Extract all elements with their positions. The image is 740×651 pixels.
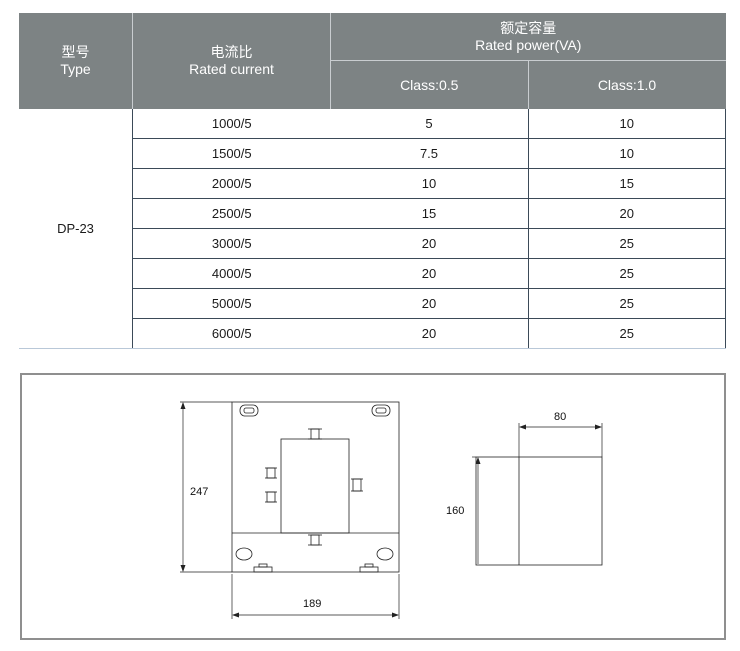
header-power-en: Rated power(VA) xyxy=(475,36,582,53)
header-type-cn: 型号 xyxy=(61,44,90,60)
front-view-outline xyxy=(231,401,400,573)
header-class-a: Class:0.5 xyxy=(330,60,529,109)
class-a-cell: 20 xyxy=(330,228,529,259)
current-cell: 6000/5 xyxy=(132,318,331,349)
bottom-right-hole xyxy=(376,547,394,561)
current-cell: 4000/5 xyxy=(132,258,331,289)
terminal-bottom xyxy=(310,534,320,546)
class-b-cell: 10 xyxy=(528,109,726,139)
current-cell: 2500/5 xyxy=(132,198,331,229)
header-class-b: Class:1.0 xyxy=(528,60,726,109)
class-a-cell: 15 xyxy=(330,198,529,229)
dim-height-label: 247 xyxy=(190,486,208,498)
class-a-cell: 20 xyxy=(330,288,529,319)
terminal-left-1 xyxy=(266,467,276,479)
class-b-cell: 25 xyxy=(528,258,726,289)
bottom-clip-left xyxy=(253,566,273,573)
class-b-cell: 10 xyxy=(528,138,726,169)
header-power: 额定容量 Rated power(VA) xyxy=(330,13,726,61)
class-a-cell: 7.5 xyxy=(330,138,529,169)
terminal-top xyxy=(310,428,320,440)
header-type: 型号 Type xyxy=(19,13,133,109)
header-current-en: Rated current xyxy=(189,61,274,77)
core-rectangle xyxy=(280,438,350,534)
class-a-cell: 20 xyxy=(330,258,529,289)
header-type-en: Type xyxy=(60,61,91,77)
class-b-cell: 15 xyxy=(528,168,726,199)
class-b-cell: 25 xyxy=(528,228,726,259)
bottom-left-hole xyxy=(235,547,253,561)
spec-table: 型号 Type 电流比 Rated current 额定容量 Rated pow… xyxy=(19,13,726,349)
current-cell: 3000/5 xyxy=(132,228,331,259)
dim-width-label: 189 xyxy=(303,598,321,610)
terminal-left-2 xyxy=(266,491,276,503)
top-right-slot xyxy=(371,404,391,417)
class-b-cell: 25 xyxy=(528,288,726,319)
terminal-right xyxy=(352,478,362,492)
current-cell: 1500/5 xyxy=(132,138,331,169)
class-b-cell: 20 xyxy=(528,198,726,229)
header-power-cn: 额定容量 xyxy=(500,19,557,36)
class-a-cell: 5 xyxy=(330,109,529,139)
type-cell: DP-23 xyxy=(19,109,133,349)
current-cell: 1000/5 xyxy=(132,109,331,139)
side-height-label: 160 xyxy=(446,505,464,517)
side-width-label: 80 xyxy=(554,411,566,423)
header-current-cn: 电流比 xyxy=(210,44,253,60)
current-cell: 2000/5 xyxy=(132,168,331,199)
current-cell: 5000/5 xyxy=(132,288,331,319)
class-a-cell: 20 xyxy=(330,318,529,349)
header-current: 电流比 Rated current xyxy=(132,13,331,109)
class-a-cell: 10 xyxy=(330,168,529,199)
bottom-clip-right xyxy=(359,566,379,573)
class-b-cell: 25 xyxy=(528,318,726,349)
dimension-drawing: 247 189 160 80 xyxy=(20,373,726,640)
dimension-drawing-svg: 247 189 160 80 xyxy=(180,401,603,619)
top-left-slot xyxy=(239,404,259,417)
side-view-outline xyxy=(475,456,603,566)
